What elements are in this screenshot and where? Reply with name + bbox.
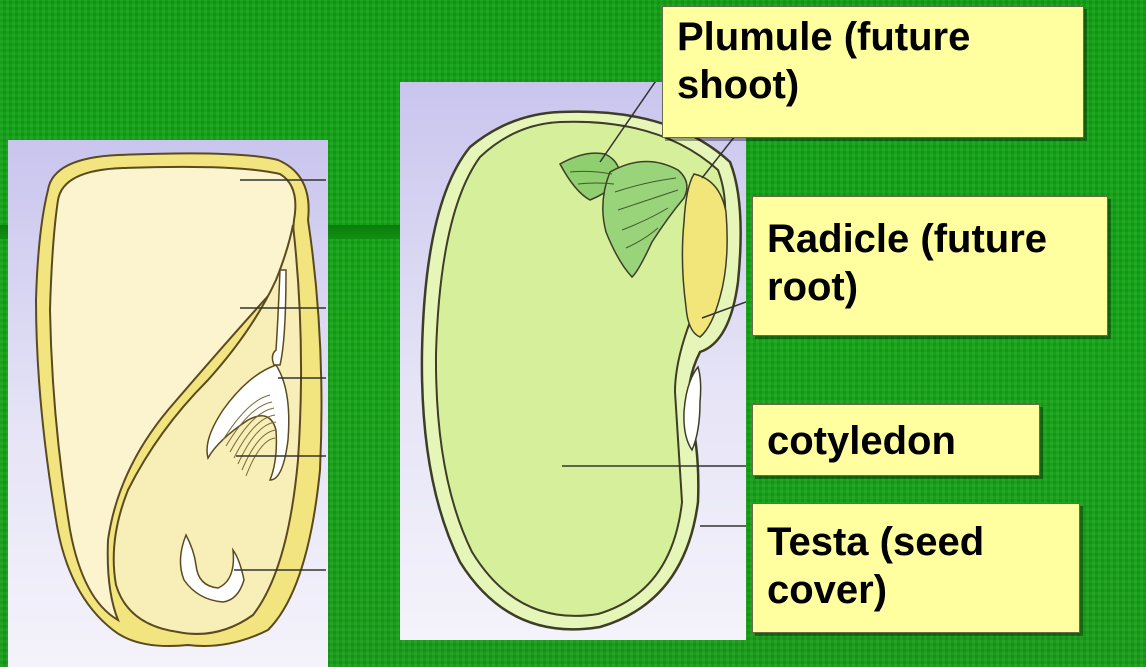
bean-seed-diagram	[400, 82, 746, 640]
cotyledon-label: cotyledon	[752, 404, 1040, 476]
maize-seed-panel	[8, 140, 328, 667]
maize-seed-diagram	[8, 140, 328, 667]
bean-seed-panel	[400, 82, 746, 640]
radicle-label: Radicle (future root)	[752, 196, 1108, 336]
plumule-label: Plumule (future shoot)	[662, 6, 1084, 138]
testa-label: Testa (seed cover)	[752, 503, 1080, 633]
